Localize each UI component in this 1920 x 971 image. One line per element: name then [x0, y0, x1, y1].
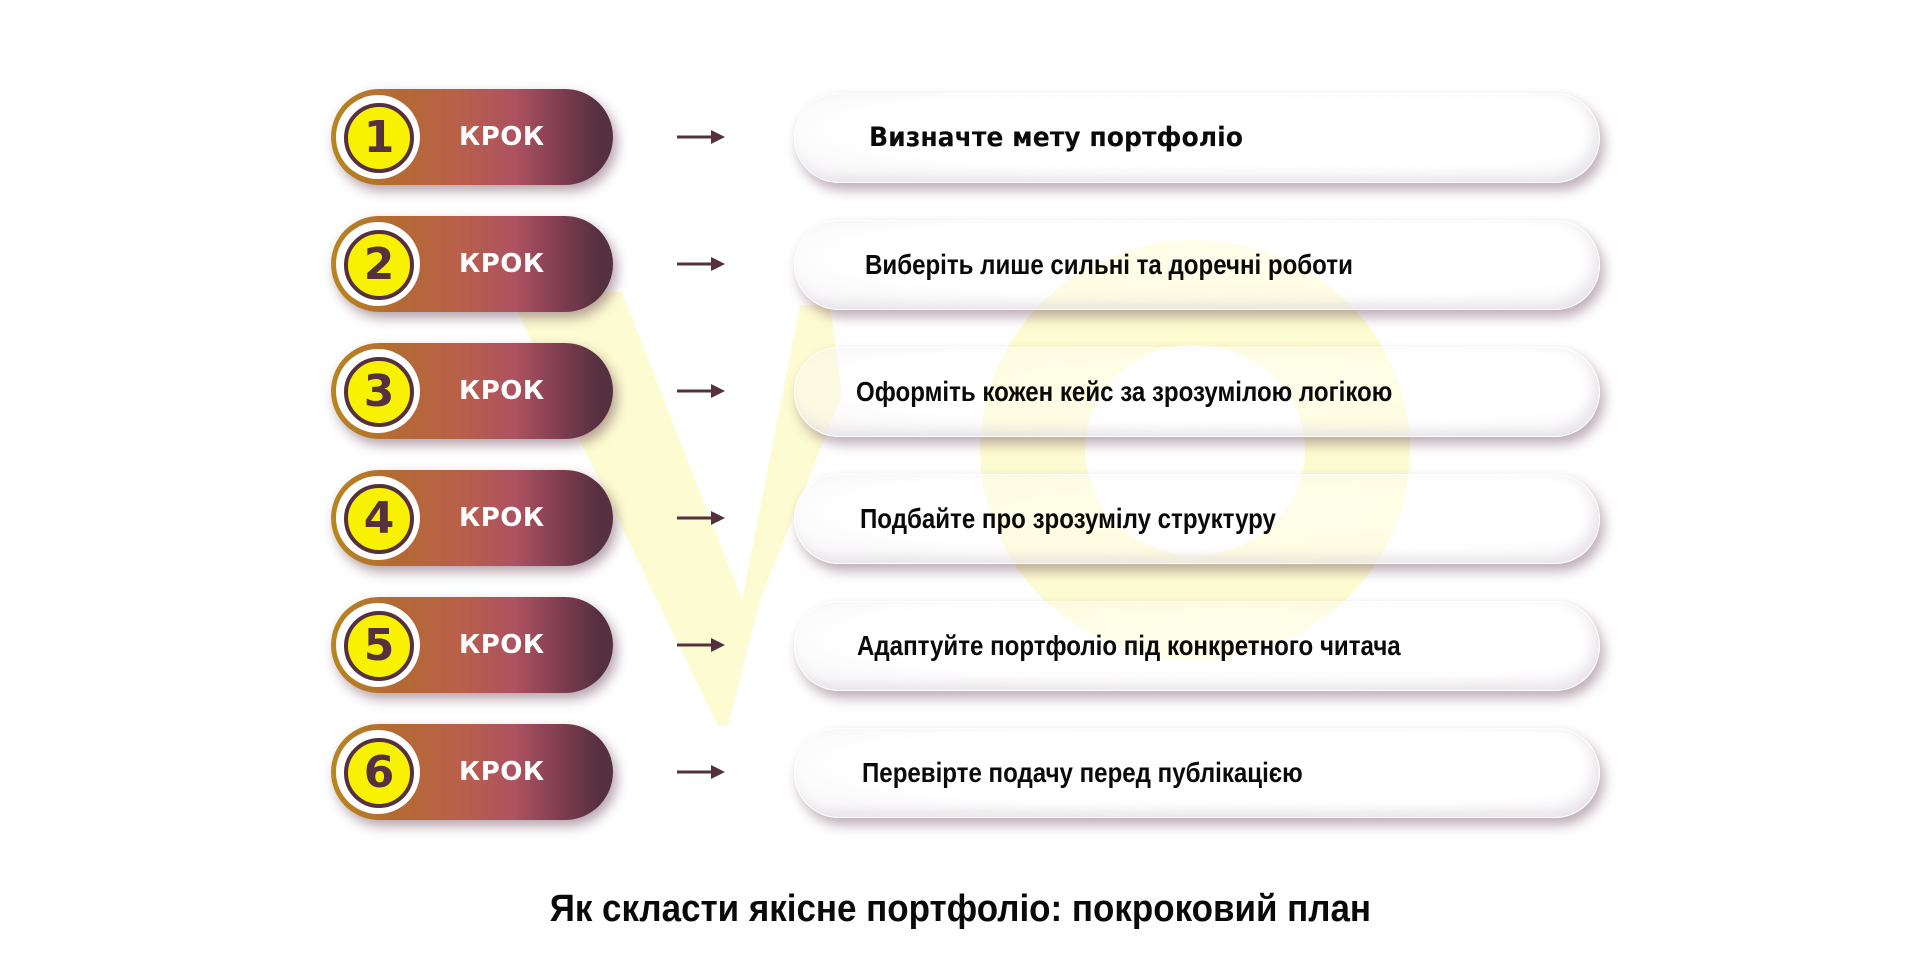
step-label: КРОК: [459, 122, 545, 152]
arrow-right-icon: [677, 765, 725, 779]
arrow-right-icon: [677, 257, 725, 271]
arrow-right-icon: [677, 384, 725, 398]
step-number: 2: [344, 230, 414, 300]
step-description: Оформіть кожен кейс за зрозумілою логіко…: [856, 376, 1393, 407]
step-row-1: 1 КРОК Визначте мету портфоліо: [0, 89, 1920, 189]
arrow-right-icon: [677, 130, 725, 144]
step-number: 5: [344, 611, 414, 681]
diagram-title: Як скласти якісне портфоліо: покроковий …: [0, 888, 1920, 931]
step-number: 6: [344, 738, 414, 808]
step-number: 4: [344, 484, 414, 554]
step-description: Перевірте подачу перед публікацією: [862, 757, 1303, 788]
step-description-card: Перевірте подачу перед публікацією: [794, 728, 1600, 818]
step-description-card: Адаптуйте портфоліо під конкретного чита…: [794, 601, 1600, 691]
step-badge: 1 КРОК: [331, 89, 613, 185]
step-row-4: 4 КРОК Подбайте про зрозумілу структуру: [0, 470, 1920, 570]
arrow-right-icon: [677, 511, 725, 525]
step-number-ring: 4: [336, 476, 420, 560]
step-number: 3: [344, 357, 414, 427]
step-label: КРОК: [459, 376, 545, 406]
step-number-ring: 5: [336, 603, 420, 687]
step-label: КРОК: [459, 503, 545, 533]
step-description-card: Оформіть кожен кейс за зрозумілою логіко…: [794, 347, 1600, 437]
step-row-5: 5 КРОК Адаптуйте портфоліо під конкретно…: [0, 597, 1920, 697]
step-label: КРОК: [459, 757, 545, 787]
step-description: Виберіть лише сильні та доречні роботи: [865, 249, 1353, 280]
step-number-ring: 3: [336, 349, 420, 433]
step-description-card: Визначте мету портфоліо: [794, 93, 1600, 183]
step-description: Адаптуйте портфоліо під конкретного чита…: [857, 630, 1401, 661]
step-description-card: Виберіть лише сильні та доречні роботи: [794, 220, 1600, 310]
step-number: 1: [344, 103, 414, 173]
step-label: КРОК: [459, 249, 545, 279]
step-badge: 2 КРОК: [331, 216, 613, 312]
step-number-ring: 2: [336, 222, 420, 306]
step-description: Подбайте про зрозумілу структуру: [860, 503, 1276, 534]
step-badge: 5 КРОК: [331, 597, 613, 693]
step-label: КРОК: [459, 630, 545, 660]
step-row-2: 2 КРОК Виберіть лише сильні та доречні р…: [0, 216, 1920, 316]
step-badge: 3 КРОК: [331, 343, 613, 439]
step-row-3: 3 КРОК Оформіть кожен кейс за зрозумілою…: [0, 343, 1920, 443]
step-description-card: Подбайте про зрозумілу структуру: [794, 474, 1600, 564]
arrow-right-icon: [677, 638, 725, 652]
step-number-ring: 1: [336, 95, 420, 179]
step-number-ring: 6: [336, 730, 420, 814]
step-row-6: 6 КРОК Перевірте подачу перед публікаціє…: [0, 724, 1920, 824]
step-badge: 4 КРОК: [331, 470, 613, 566]
diagram-title-text: Як скласти якісне портфоліо: покроковий …: [549, 888, 1371, 930]
step-description: Визначте мету портфоліо: [869, 122, 1243, 153]
step-badge: 6 КРОК: [331, 724, 613, 820]
